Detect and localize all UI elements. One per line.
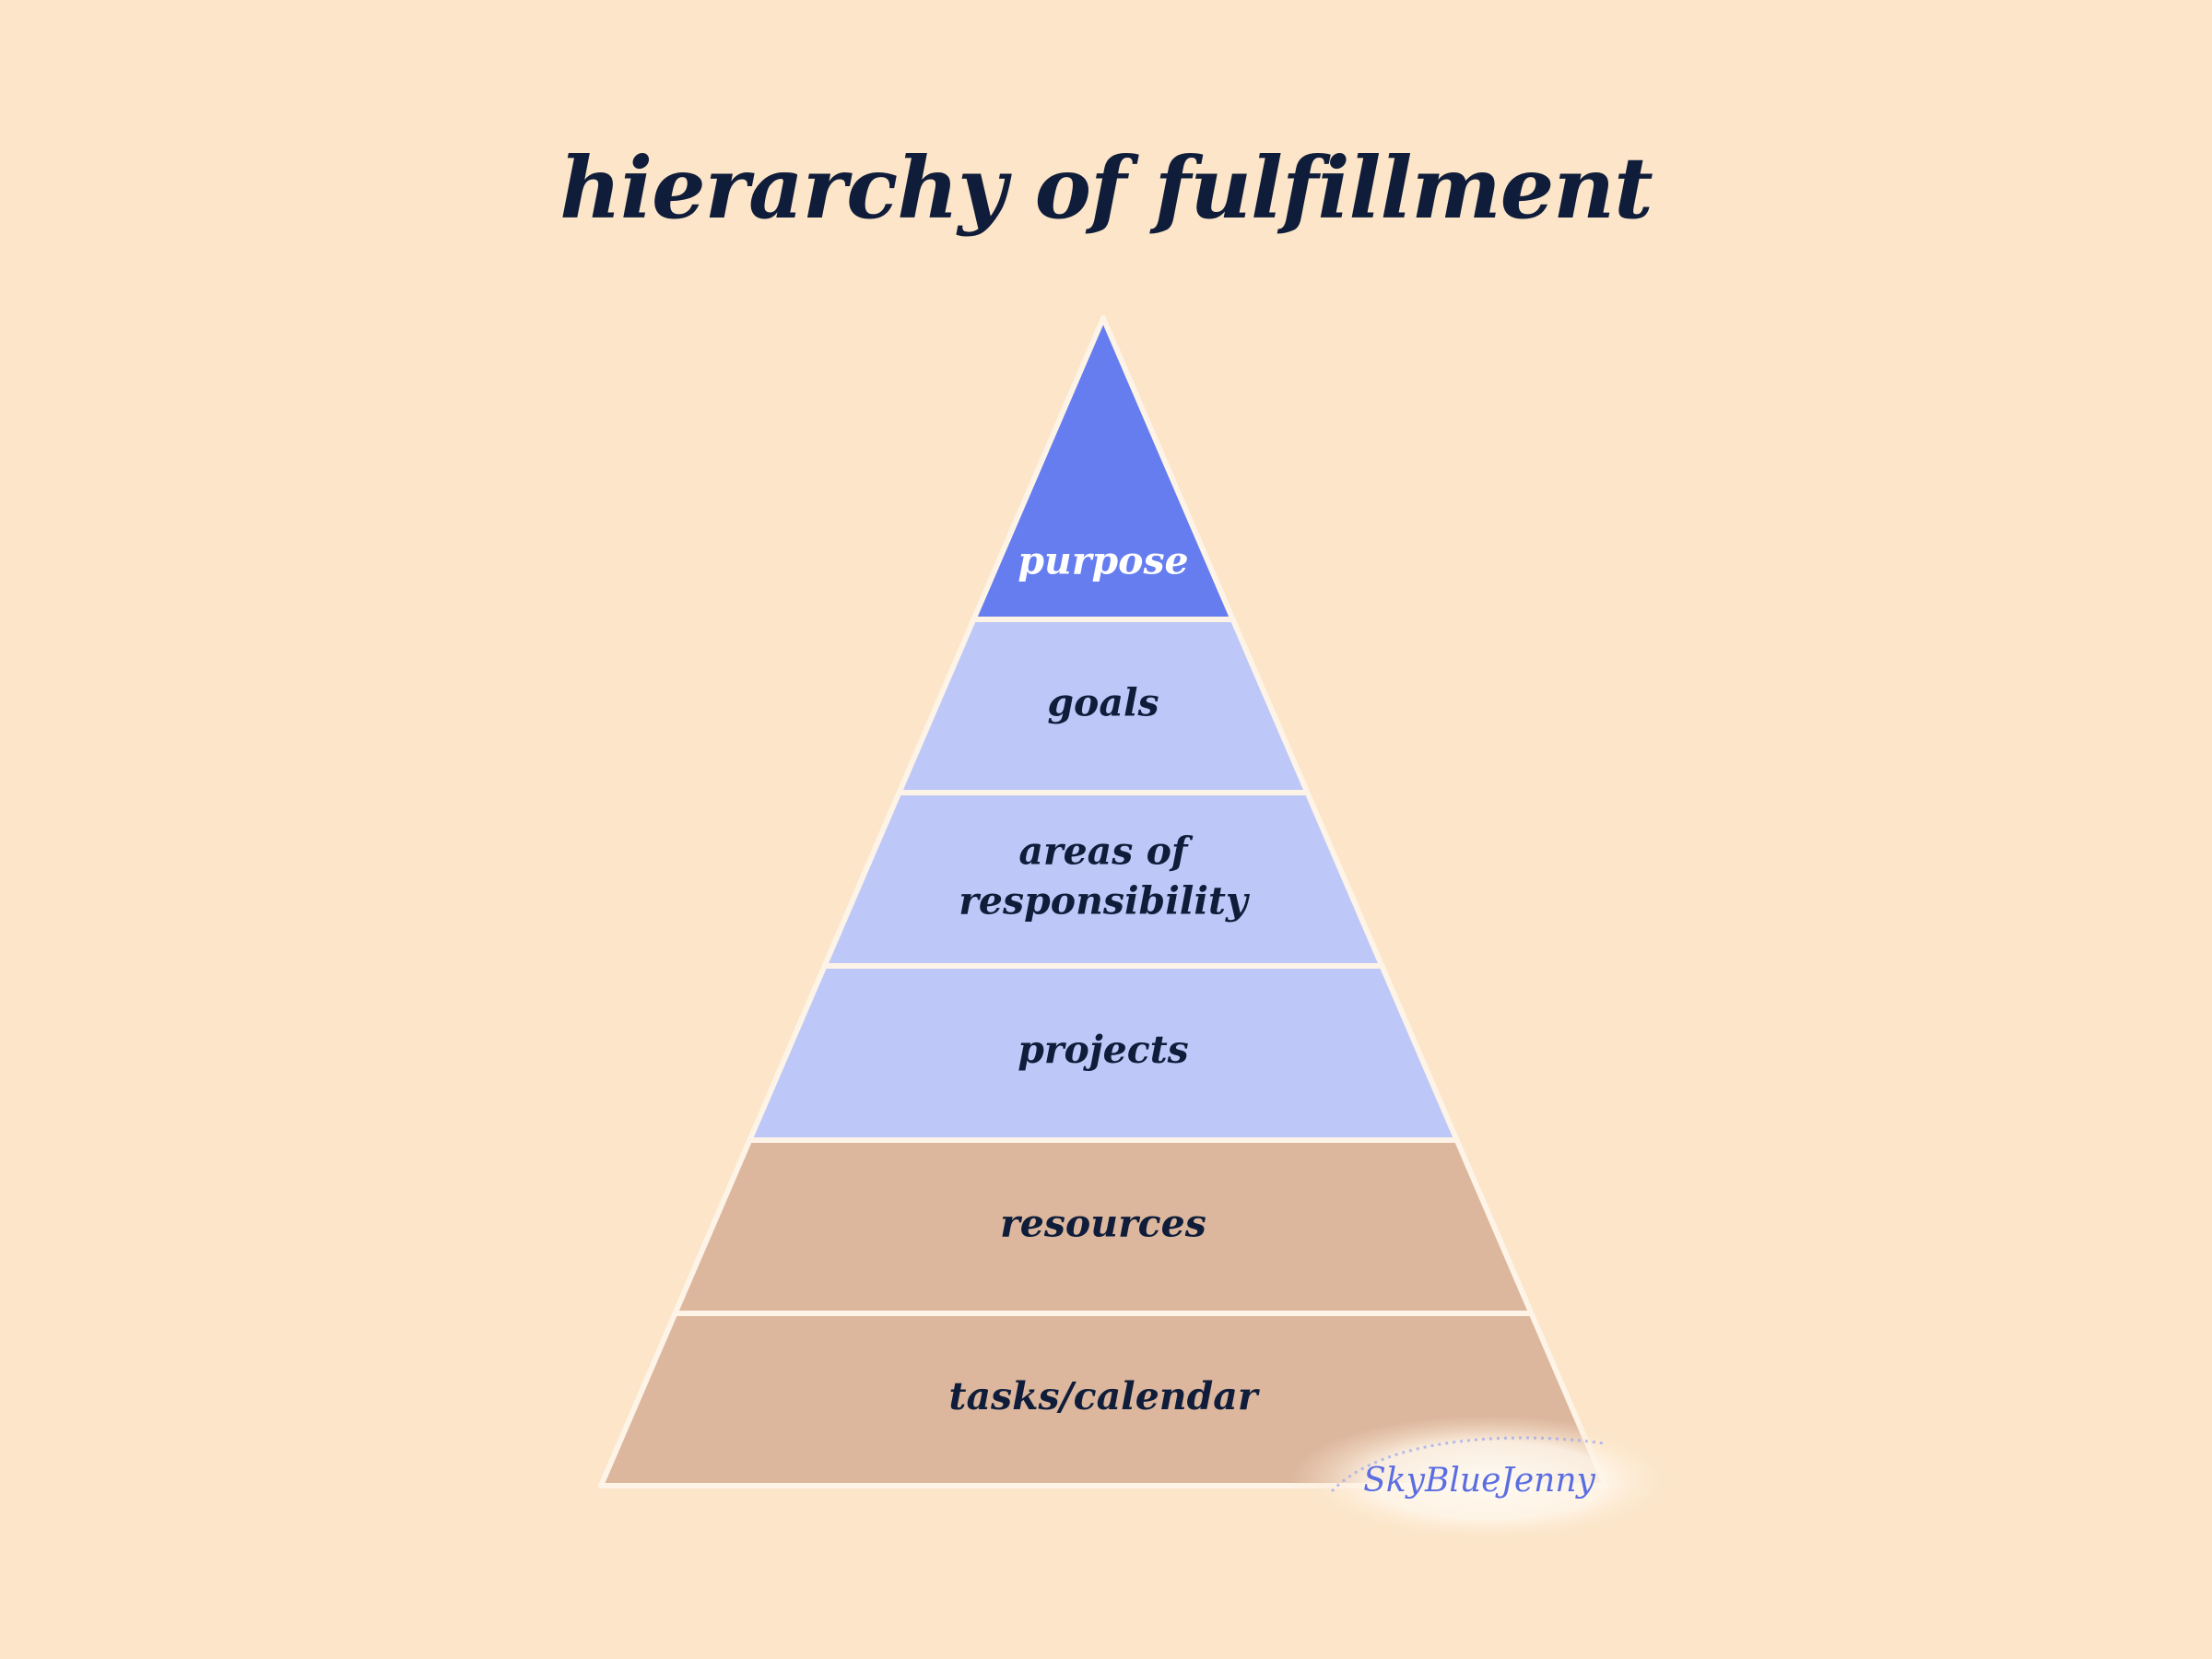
tier-resources: resources [672,1137,1535,1316]
tier-label-projects: projects [1018,1028,1189,1072]
tier-label-tasks-calendar: tasks/calendar [949,1374,1261,1418]
tier-label-purpose: purpose [1018,539,1188,583]
tier-label-areas-of-responsibility-line-2: responsibility [959,879,1251,924]
diagram-title: hierarchy of fulfillment [559,138,1653,238]
tier-areas-of-responsibility: areas of responsibility [821,790,1385,969]
watermark-glow [1290,1416,1687,1545]
tier-label-areas-of-responsibility-line-1: areas of [1018,830,1194,874]
tier-projects: projects [747,963,1460,1143]
watermark-swoosh [1330,1436,1605,1493]
watermark: SkyBlueJenny [1290,1416,1687,1545]
tier-purpose: purpose [971,315,1236,622]
tier-label-resources: resources [1000,1202,1206,1246]
tier-label-goals: goals [1047,681,1159,725]
tier-goals: goals [896,617,1311,795]
pyramid-tiers: purpose goals areas of responsibility projec… [598,315,1608,1488]
watermark-text: SkyBlueJenny [1363,1462,1595,1500]
